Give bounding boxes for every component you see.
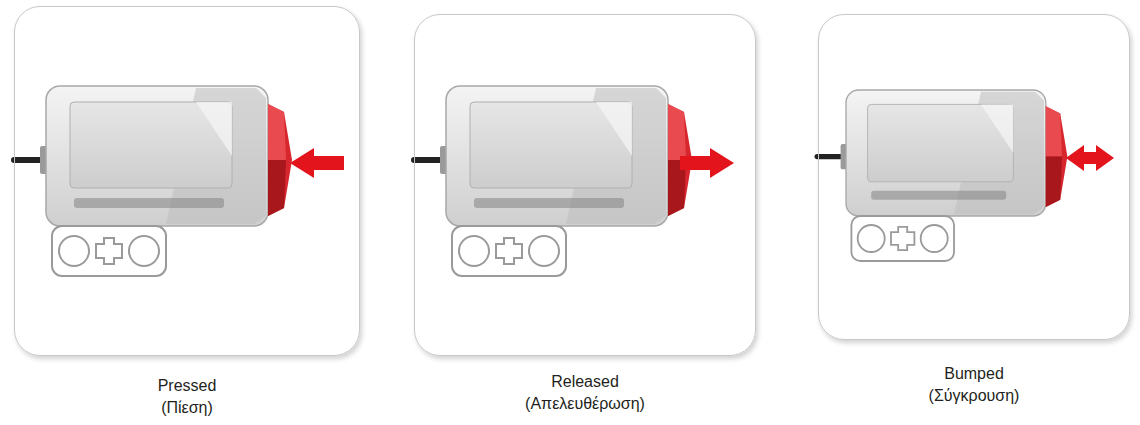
state-translation: (Σύγκρουση) bbox=[799, 385, 1140, 407]
release-arrow bbox=[680, 148, 734, 178]
state-caption: Pressed bbox=[0, 375, 379, 397]
state-translation: (Πίεση) bbox=[0, 397, 379, 419]
bump-arrow bbox=[1066, 145, 1114, 171]
press-arrow bbox=[290, 148, 344, 178]
state-caption: Released bbox=[395, 371, 775, 393]
caption-group: Pressed(Πίεση) bbox=[0, 375, 379, 419]
state-caption: Bumped bbox=[799, 363, 1140, 385]
state-panel: Pressed(Πίεση) bbox=[14, 6, 360, 356]
state-panel: Bumped(Σύγκρουση) bbox=[818, 14, 1130, 340]
caption-group: Bumped(Σύγκρουση) bbox=[799, 363, 1140, 407]
state-translation: (Απελευθέρωση) bbox=[395, 393, 775, 415]
state-panel: Released(Απελευθέρωση) bbox=[414, 14, 756, 356]
caption-group: Released(Απελευθέρωση) bbox=[395, 371, 775, 415]
